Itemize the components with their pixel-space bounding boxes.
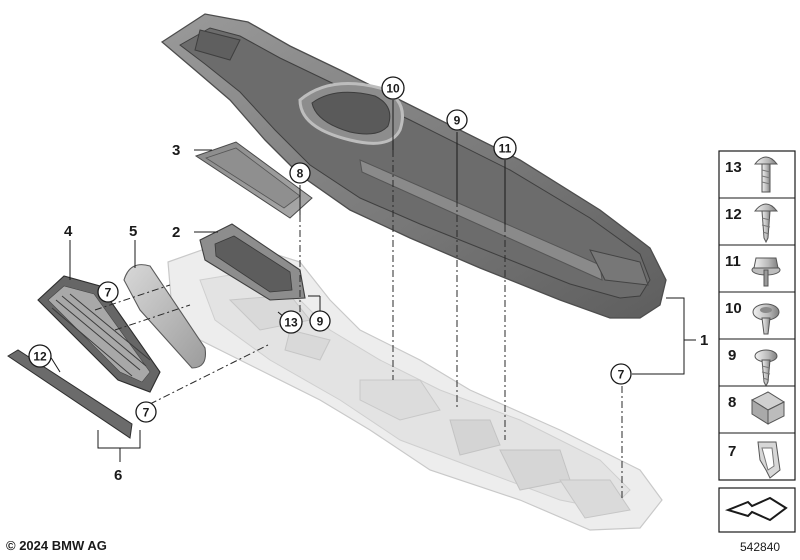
label-4: 4 <box>64 223 73 240</box>
flange-nut-icon <box>751 257 781 287</box>
svg-text:9: 9 <box>317 315 324 329</box>
label-5: 5 <box>129 223 137 240</box>
svg-text:12: 12 <box>33 350 47 364</box>
label-3: 3 <box>172 142 180 159</box>
svg-text:11: 11 <box>499 142 512 156</box>
callout-9-top: 9 <box>446 109 468 131</box>
callout-11: 11 <box>493 136 517 160</box>
svg-text:9: 9 <box>454 114 461 128</box>
svg-text:7: 7 <box>728 443 736 460</box>
panel-row-12: 12 <box>725 203 779 244</box>
svg-text:7: 7 <box>618 368 625 382</box>
label-6: 6 <box>114 467 122 484</box>
parts-panel: 13 12 11 10 <box>718 150 796 533</box>
svg-text:11: 11 <box>725 253 741 270</box>
callout-9-lower: 9 <box>309 310 331 332</box>
panel-row-7: 7 <box>728 441 781 479</box>
center-console-part <box>160 13 667 319</box>
svg-text:8: 8 <box>297 167 304 181</box>
callout-7-bottom: 7 <box>135 401 157 423</box>
panel-row-11: 11 <box>725 253 781 287</box>
copyright-text: © 2024 BMW AG <box>6 538 107 553</box>
svg-text:7: 7 <box>105 286 112 300</box>
callout-13: 13 <box>279 310 303 334</box>
svg-text:10: 10 <box>725 300 742 317</box>
callout-7-right: 7 <box>610 363 632 385</box>
grille-part-4 <box>37 275 161 393</box>
torx-screw-icon <box>753 156 779 193</box>
cover-part-5 <box>123 264 207 369</box>
panel-row-13: 13 <box>725 156 779 193</box>
svg-text:7: 7 <box>143 406 150 420</box>
torx-screw-icon <box>753 203 779 244</box>
strip-part-6 <box>7 349 133 439</box>
label-1: 1 <box>700 332 708 349</box>
svg-text:10: 10 <box>386 82 400 96</box>
panel-row-10: 10 <box>725 300 780 335</box>
svg-text:9: 9 <box>728 347 736 364</box>
label-2: 2 <box>172 224 180 241</box>
leader-lines <box>49 100 696 462</box>
svg-text:8: 8 <box>728 394 736 411</box>
panel-row-9: 9 <box>728 347 778 388</box>
direction-arrow-icon <box>724 496 788 522</box>
clip-nut-icon <box>750 391 786 425</box>
frame-part-2 <box>199 223 306 301</box>
callout-10: 10 <box>381 76 405 100</box>
panel-row-8: 8 <box>728 391 786 425</box>
svg-text:12: 12 <box>725 206 742 223</box>
self-tapping-screw-icon <box>754 349 778 388</box>
guide-lines <box>94 150 623 500</box>
spring-clip-icon <box>757 441 781 479</box>
callout-8: 8 <box>289 162 311 184</box>
diagram-number: 542840 <box>740 540 781 554</box>
callout-7-left: 7 <box>97 281 119 303</box>
svg-text:13: 13 <box>284 316 298 330</box>
svg-text:13: 13 <box>725 159 742 176</box>
washer-screw-icon <box>752 303 780 335</box>
callout-12: 12 <box>28 344 52 368</box>
